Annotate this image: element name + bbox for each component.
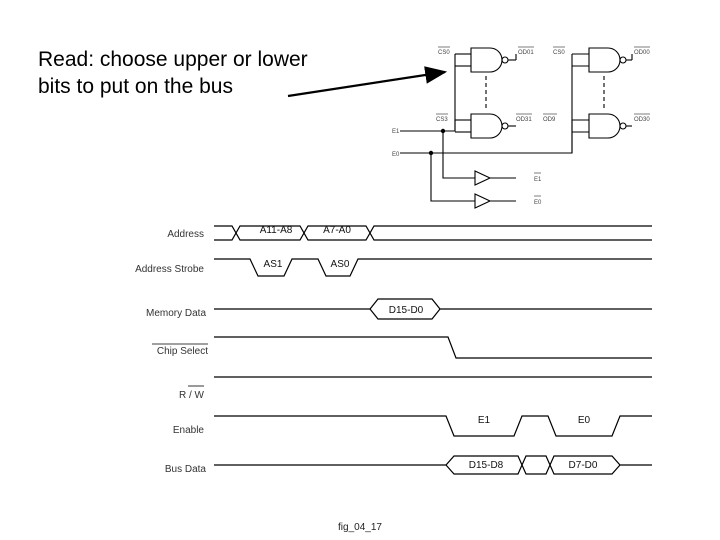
- gate3-input-label: CS3: [436, 117, 448, 123]
- timing-diagram: Address A11-A8 A7-A0 Address Strobe AS1 …: [135, 225, 652, 475]
- segment-as1: AS1: [264, 259, 283, 270]
- buffer1-input-wire: [442, 131, 475, 179]
- waveform-chip-select: [214, 336, 652, 359]
- annotation-line-2: bits to put on the bus: [38, 75, 233, 98]
- buffer0-input-wire: [430, 153, 475, 202]
- buffer1-output-label: E1: [534, 177, 542, 183]
- gate4-output-label: OD30: [634, 117, 650, 123]
- signal-label-rw: R / W: [179, 390, 205, 401]
- gate4-input-label: OD9: [543, 117, 556, 123]
- waveform-address-strobe: [214, 258, 652, 277]
- annotation-line-1: Read: choose upper or lower: [38, 48, 308, 71]
- segment-address-high: A11-A8: [260, 225, 293, 236]
- gate1-output-label: OD01: [518, 50, 534, 56]
- e0-input-label: E0: [392, 152, 400, 158]
- annotation-note: Read: choose upper or lower bits to put …: [38, 46, 308, 100]
- segment-enable-e1: E1: [478, 415, 491, 426]
- segment-enable-e0: E0: [578, 415, 591, 426]
- gate1-input-label: CS0: [438, 50, 450, 56]
- waveform-memory-data: [214, 298, 652, 320]
- segment-as0: AS0: [331, 259, 350, 270]
- buffer0-output-label: E0: [534, 200, 542, 206]
- nand-gate-3: [455, 113, 516, 139]
- signal-label-enable: Enable: [173, 425, 205, 436]
- annotation-arrow: [287, 66, 448, 98]
- segment-address-low: A7-A0: [323, 225, 351, 236]
- nand-gate-1: [455, 47, 517, 73]
- segment-memory-data: D15-D0: [389, 305, 424, 316]
- signal-label-chip-select: Chip Select: [157, 346, 208, 357]
- segment-bus-low: D7-D0: [569, 460, 598, 471]
- figure-caption: fig_04_17: [338, 522, 382, 533]
- segment-bus-high: D15-D8: [469, 460, 504, 471]
- buffer-0: [474, 193, 492, 209]
- buffer-1: [474, 170, 492, 186]
- signal-label-memory-data: Memory Data: [146, 308, 206, 319]
- gate2-input-label: CS0: [553, 50, 565, 56]
- gate3-output-label: OD31: [516, 117, 532, 123]
- signal-label-address-strobe: Address Strobe: [135, 264, 204, 275]
- gate2-output-label: OD00: [634, 50, 650, 56]
- e1-input-label: E1: [392, 129, 400, 135]
- signal-label-address: Address: [167, 229, 204, 240]
- waveform-address: [214, 225, 652, 241]
- waveform-enable: [214, 415, 652, 437]
- circuit-schematic: CS0 OD01 CS0 OD00 CS3 OD31: [392, 46, 650, 209]
- waveform-bus-data: [214, 455, 652, 475]
- nand-gate-4: [572, 113, 632, 139]
- signal-label-bus-data: Bus Data: [165, 464, 207, 475]
- nand-gate-2: [572, 47, 633, 73]
